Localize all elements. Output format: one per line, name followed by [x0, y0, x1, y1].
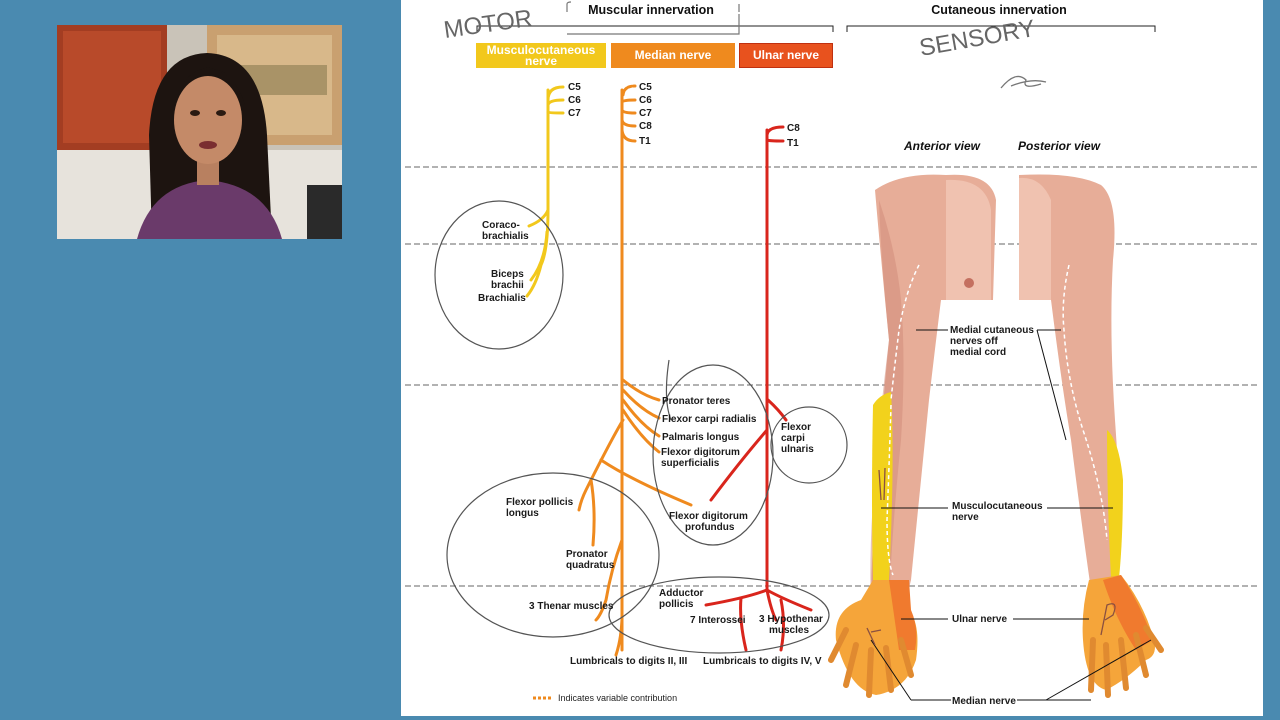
- root-label: C5: [639, 82, 652, 93]
- legend-text: Indicates variable contribution: [558, 693, 677, 703]
- handwritten-scribble: [1000, 75, 1047, 89]
- root-label: C8: [639, 121, 652, 132]
- innervation-diagram: Muscular innervation Cutaneous innervati…: [405, 1, 1259, 707]
- posterior-view-label: Posterior view: [1018, 139, 1101, 153]
- median-roots: C5 C6 C7 C8 T1: [639, 82, 652, 147]
- root-label: C6: [639, 95, 652, 106]
- muscle-label-brachialis: Brachialis: [478, 293, 526, 304]
- muscle-label-palmaris: Palmaris longus: [662, 432, 740, 443]
- anterior-arm-illustration: [828, 174, 996, 698]
- root-label: C8: [787, 123, 800, 134]
- ulnar-nerve-badge: Ulnar nerve: [739, 43, 833, 68]
- cutaneous-leader-lines: [870, 329, 1152, 701]
- muscle-label-interossei: 7 Interossei: [690, 615, 746, 626]
- hand-drawn-circles: [434, 200, 848, 654]
- median-nerve-path: [577, 84, 693, 657]
- median-nerve-badge: Median nerve: [611, 43, 735, 68]
- ulnar-nerve-path: [704, 125, 813, 652]
- cutaneous-label-ulnar: Ulnar nerve: [952, 614, 1007, 625]
- handwritten-box: [566, 1, 740, 35]
- muscle-label-thenar: 3 Thenar muscles: [529, 601, 614, 612]
- anatomy-slide: Muscular innervation Cutaneous innervati…: [401, 0, 1263, 716]
- root-label: C7: [639, 108, 652, 119]
- musculocutaneous-nerve-badge: Musculocutaneous nerve: [476, 43, 606, 68]
- muscle-label-lumbricals-2-3: Lumbricals to digits II, III: [570, 656, 687, 667]
- root-label: C5: [568, 82, 581, 93]
- muscular-bracket: [476, 25, 834, 32]
- musculocutaneous-roots: C5 C6 C7: [568, 82, 581, 119]
- muscular-header: Muscular innervation: [588, 3, 714, 17]
- handwritten-motor: MOTOR: [442, 5, 534, 44]
- cutaneous-header: Cutaneous innervation: [931, 3, 1066, 17]
- muscle-label-coracobrachialis: Coraco-brachialis: [482, 220, 529, 242]
- handwritten-hand-marks: [866, 467, 1116, 646]
- presenter-video: [57, 25, 342, 239]
- root-label: C6: [568, 95, 581, 106]
- right-edge-strip: [1263, 0, 1280, 720]
- anterior-view-label: Anterior view: [903, 139, 981, 153]
- muscle-label-fcr: Flexor carpi radialis: [662, 414, 757, 425]
- ulnar-roots: C8 T1: [787, 123, 800, 149]
- root-label: T1: [639, 136, 651, 147]
- handwritten-sensory: SENSORY: [917, 15, 1037, 62]
- region-dividers: [405, 166, 1259, 587]
- root-label: T1: [787, 138, 799, 149]
- cutaneous-label-median: Median nerve: [952, 696, 1016, 707]
- webcam-feed: [57, 25, 342, 239]
- muscle-label-pronator-teres: Pronator teres: [662, 396, 731, 407]
- muscle-label-lumbricals-4-5: Lumbricals to digits IV, V: [703, 656, 822, 667]
- posterior-arm-illustration: [1019, 174, 1164, 698]
- musculocutaneous-nerve-path: [525, 85, 565, 298]
- root-label: C7: [568, 108, 581, 119]
- cutaneous-bracket: [846, 25, 1156, 32]
